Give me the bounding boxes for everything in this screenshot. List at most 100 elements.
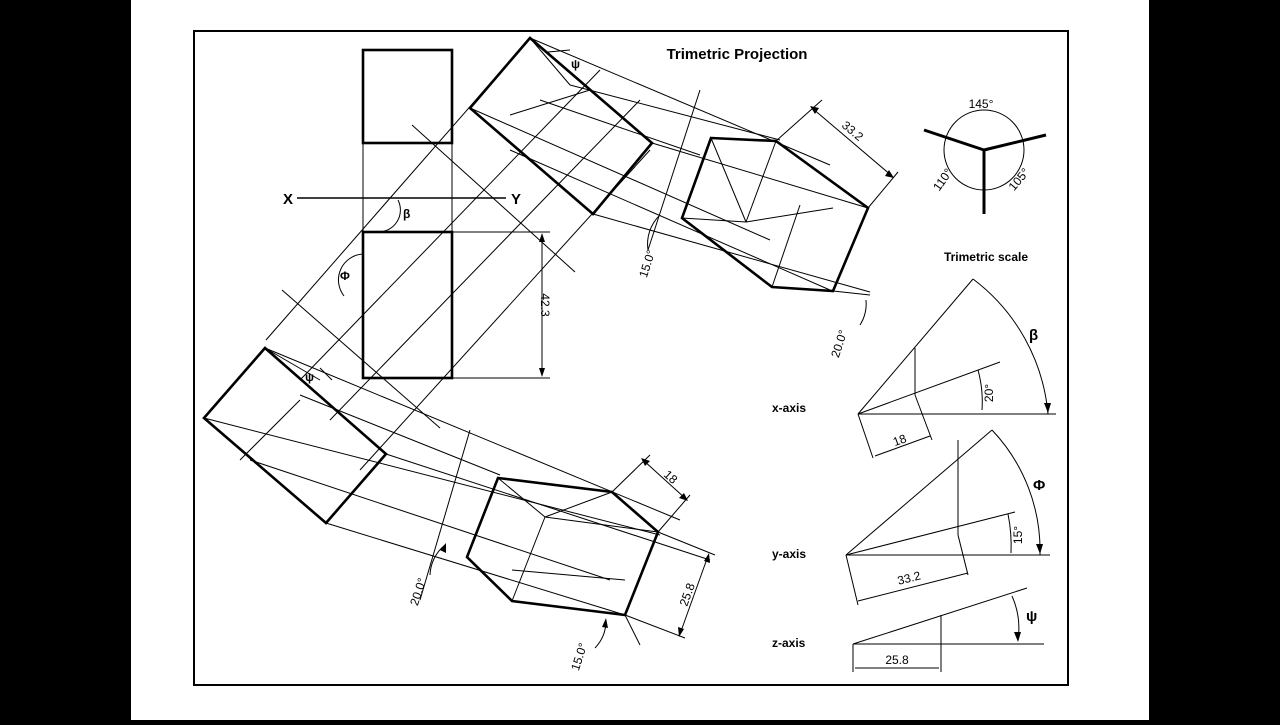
drawing-title: Trimetric Projection: [667, 46, 808, 63]
scale-x-len: 18: [891, 431, 909, 449]
conn-t7: [539, 99, 701, 156]
conn-b7: [419, 429, 471, 601]
scale-y-phi: Φ: [1033, 477, 1045, 494]
trimetric-scale: Trimetric scale x-axis β 20° 18 y-axis Φ…: [772, 250, 1056, 672]
top-view-square: [361, 48, 454, 145]
dim-20-right-ext: [832, 290, 871, 296]
conn-b8: [624, 614, 641, 646]
angle-145: 145°: [969, 97, 994, 111]
right-box-edge-4: [710, 137, 747, 223]
dim-18-ext-2: [657, 494, 691, 533]
scale-x-dim-ext-2: [914, 394, 933, 441]
bottom-box-edge-5: [511, 569, 626, 581]
scale-x-dim-ext-1: [857, 413, 874, 459]
dim-42-arrow-top: [539, 233, 545, 242]
conn-t8: [647, 89, 701, 251]
phi-arc: [337, 253, 364, 297]
dim-18-arrow-2: [679, 493, 688, 501]
angle-circle: [943, 109, 1025, 191]
y-label: Y: [511, 191, 521, 208]
dim-33-ext-2: [867, 171, 899, 209]
top-box-inner-1: [529, 37, 571, 86]
beta-symbol: β: [403, 207, 410, 221]
left-box-inner-2: [239, 399, 301, 461]
bottom-box-edge-4: [544, 516, 659, 533]
scale-y-len: 33.2: [896, 568, 922, 587]
conn-t4: [469, 107, 771, 241]
scale-z-psi: ψ: [1026, 608, 1037, 625]
dim-20-right-arc: [859, 299, 867, 326]
left-box-inner-1: [264, 347, 321, 381]
axis-left: [923, 128, 985, 152]
dim-20-bottom-arrow: [440, 543, 446, 553]
orthographic-views: X Y 42.3 β Φ: [283, 48, 552, 380]
dim-33-arrow-1: [810, 106, 819, 114]
dim-15-bottom-arrow: [602, 618, 608, 628]
bottom-box-edge-1: [544, 491, 613, 518]
right-box-edge-3: [745, 207, 834, 223]
scale-y-hyp: [845, 429, 993, 556]
psi-symbol-left: ψ: [305, 370, 314, 384]
psi-symbol-top: ψ: [571, 57, 580, 71]
top-connector-lines: [469, 37, 871, 293]
scale-y-axis-line: [845, 511, 1016, 556]
scale-x-beta-arc: [972, 278, 1049, 415]
bottom-connector-lines: [203, 347, 711, 646]
scale-y-angle: 15°: [1011, 526, 1025, 544]
scale-x-hyp: [857, 278, 974, 415]
scale-x-angle-arc: [977, 369, 983, 411]
conn-t5: [509, 149, 831, 291]
dim-25-line: [679, 555, 709, 635]
dim-33-arrow-2: [885, 170, 894, 178]
dim-25-arrow-1: [704, 553, 710, 563]
conn-b4: [325, 522, 626, 616]
projection-lines: [265, 37, 651, 471]
scale-z-axis-label: z-axis: [772, 636, 806, 650]
scale-x-dim-line: [874, 435, 931, 457]
dim-25-ext-2: [624, 614, 686, 639]
cutting-line-1: [411, 124, 576, 273]
projector-diag-2: [299, 69, 601, 381]
dim-33-ext-1: [775, 99, 823, 142]
right-box-edge-2: [681, 217, 747, 223]
beta-arc: [377, 199, 401, 233]
conn-b3: [249, 459, 611, 581]
bottom-box-edge-3: [511, 516, 546, 602]
scale-title: Trimetric scale: [944, 250, 1028, 264]
conn-b2: [203, 417, 661, 536]
phi-symbol: Φ: [340, 269, 350, 283]
cutting-line-2: [281, 289, 441, 429]
conn-b6: [299, 394, 501, 476]
dim-33-line: [811, 107, 893, 177]
conn-b5: [385, 453, 711, 561]
dim-15-top-arc: [647, 214, 661, 251]
scale-y-dim-ext-1: [845, 554, 859, 606]
right-box-edge-1: [745, 140, 777, 223]
dim-25-arrow-2: [678, 627, 684, 637]
scale-y-dim-line: [857, 572, 969, 602]
dim-42-3: 42.3: [538, 293, 552, 317]
scale-x-beta: β: [1029, 327, 1038, 344]
front-view-rect: [361, 230, 454, 380]
dim-42-arrow-bottom: [539, 368, 545, 377]
dim-18-arrow-1: [641, 458, 650, 466]
scale-z-len: 25.8: [885, 653, 909, 667]
scale-y-drop-2: [957, 534, 969, 576]
conn-t2: [569, 84, 781, 141]
dim-18-line: [642, 459, 687, 500]
scale-x-beta-arrow: [1044, 403, 1051, 413]
x-label: X: [283, 191, 293, 208]
bottom-box: 18 25.8 20.0° 15.0°: [407, 454, 716, 672]
scale-x-axis-label: x-axis: [772, 401, 806, 415]
projector-diag-3: [329, 99, 641, 421]
bottom-box-edge-2: [497, 477, 546, 518]
scale-y-phi-arrow: [1036, 544, 1043, 554]
scale-x-angle: 20°: [982, 384, 996, 402]
top-box-inner-2: [509, 89, 591, 116]
scale-x-axis-line: [857, 361, 1001, 415]
dim-25-ext-1: [657, 531, 716, 556]
axis-right: [983, 133, 1047, 152]
scale-z-hyp: [852, 587, 1028, 645]
